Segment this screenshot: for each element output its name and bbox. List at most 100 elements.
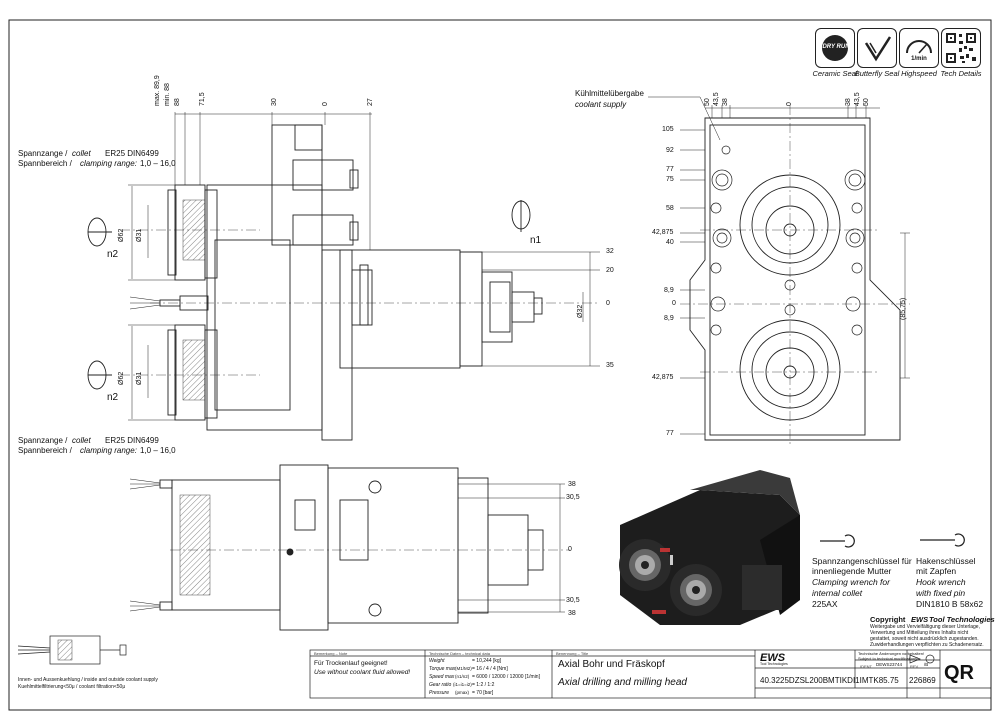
coolant-note-line1: Innen- und Aussenkuehlung / inside and o…: [18, 677, 158, 683]
wrench-left-en2: internal collet: [812, 588, 863, 598]
wrench-right-code: DIN1810 B 58x62: [916, 599, 984, 609]
spec-torque-unit: (M1/M2): [455, 666, 472, 671]
rotation-n2-top: n2: [107, 249, 119, 260]
dim-32: 32: [606, 248, 614, 255]
butterfly-seal-icon: [857, 28, 897, 68]
dim-dia62-top: Ø62: [118, 228, 125, 242]
dim-side-42-875-bottom: 42,875: [652, 374, 674, 381]
dim-side-43-5-left: 43,5: [713, 92, 720, 106]
dim-dia31-bottom: Ø31: [136, 371, 143, 385]
dim-side-92: 92: [666, 147, 674, 154]
dim-side-42-875-top: 42,875: [652, 229, 674, 236]
front-view: [87, 112, 600, 441]
dim-plan-30-5-top: 30,5: [566, 494, 580, 501]
coolant-schematic: [17, 635, 127, 665]
dim-dia62-bottom: Ø62: [118, 371, 125, 385]
remark-de: Für Trockenlauf geeignet!: [314, 660, 388, 667]
coolant-note-line2: Kuehlmittelfiltrierung<50μ / coolant fil…: [18, 684, 126, 690]
title-label: Benennung – Title: [556, 651, 589, 656]
copyright-line-4: Zuwiderhandlungen verpflichten zu Schade…: [870, 642, 984, 648]
drawing-title-en: Axial drilling and milling head: [558, 677, 687, 688]
spec-torque-key: Torque max: [429, 666, 456, 672]
qr-mark: QR: [944, 662, 974, 684]
spec-pressure-key: Pressure: [429, 690, 450, 696]
dim-plan-38-bottom: 38: [568, 610, 576, 617]
highspeed-icon: 1/min: [899, 28, 939, 68]
wrench-left-code: 225AX: [812, 599, 838, 609]
dim-side-38-left: 38: [722, 98, 729, 106]
spec-gear-value: = 1:2 / 1:2: [472, 682, 495, 688]
dim-side-0: 0: [786, 102, 793, 106]
spec-speed-unit: (n1/n2): [455, 674, 470, 679]
spec-pressure-value: = 70 [bar]: [472, 690, 494, 696]
rev-label: REV.: [910, 664, 919, 669]
tech-details-label[interactable]: Tech Details: [940, 69, 982, 78]
collet-value: ER25 DIN6499: [105, 436, 159, 445]
dim-side-58: 58: [666, 205, 674, 212]
rotation-n1: n1: [530, 235, 542, 246]
wrench-hook: [920, 533, 965, 547]
ews-logo-sub: Tool Technologies: [760, 662, 788, 666]
copyright-title-post: Tool Technologies: [929, 615, 995, 624]
ceramic-seal-icon: DRY RUN: [815, 28, 855, 68]
highspeed-glyph: 1/min: [911, 56, 927, 62]
qr-code-icon[interactable]: [941, 28, 981, 68]
clamping-range-label-en: clamping range:: [80, 159, 137, 168]
dim-plan-0: 0: [568, 546, 572, 553]
butterfly-seal-label: Butterfly Seal: [854, 69, 900, 78]
dim-71-5: 71,5: [199, 92, 206, 106]
collet-value: ER25 DIN6499: [105, 149, 159, 158]
clamping-range-label-de: Spannbereich /: [18, 446, 72, 455]
product-render: [619, 470, 800, 625]
ceramic-seal-label: Ceramic Seal: [812, 69, 858, 78]
dim-side-38-right: 38: [845, 98, 852, 106]
dim-side-43-5-right: 43,5: [854, 92, 861, 106]
spec-speed-key: Speed max: [429, 674, 455, 680]
collet-label-de: Spannzange /: [18, 149, 68, 158]
spec-gear-unit: (i1=i1=i2): [453, 682, 472, 687]
coolant-supply-en: coolant supply: [575, 100, 627, 109]
dim-side-8-9-top: 8,9: [664, 287, 674, 294]
changes-en: Subject to technical modifications!: [858, 656, 919, 661]
dim-30: 30: [271, 98, 278, 106]
dim-20: 20: [606, 267, 614, 274]
dim-side-77-bottom: 77: [666, 430, 674, 437]
remark-label: Bemerkung – Note: [314, 651, 348, 656]
collet-label-de: Spannzange /: [18, 436, 68, 445]
dim-side-75: 75: [666, 176, 674, 183]
dim-side-85-75: (85,75): [900, 297, 907, 320]
tech-data-label: Technische Daten – technical data: [429, 651, 490, 656]
spec-weight-value: = 10,244 [kg]: [472, 658, 502, 664]
dim-side-50-right: 50: [863, 98, 870, 106]
dim-dia31-top: Ø31: [136, 228, 143, 242]
copyright-brand: EWS: [911, 615, 929, 624]
ceramic-seal-glyph: DRY RUN: [822, 44, 850, 50]
ident-label: IDENT: [860, 664, 872, 669]
wrench-right-de2: mit Zapfen: [916, 566, 957, 576]
spec-speed-value: = 6000 / 12000 / 12000 [1/min]: [472, 674, 540, 680]
clamping-range-label-en: clamping range:: [80, 446, 137, 455]
dim-0: 0: [322, 102, 329, 106]
spec-gear-key: Gear ratio: [429, 682, 452, 688]
rotation-n2-bottom: n2: [107, 392, 119, 403]
dim-side-105: 105: [662, 126, 674, 133]
wrench-left-de1: Spannzangenschlüssel für: [812, 556, 912, 566]
highspeed-label: Highspeed: [901, 69, 937, 78]
spec-torque-value: = 16 / 4 / 4 [Nm]: [472, 666, 508, 672]
remark-en: Use without coolant fluid allowed!: [314, 669, 411, 676]
dim-plan-30-5-bottom: 30,5: [566, 597, 580, 604]
clamping-range-value: 1,0 – 16,0: [140, 159, 176, 168]
part-number: 40.3225DZSL200BMTIKDI1IMTK85.75: [760, 676, 899, 685]
collet-label-en: collet: [72, 436, 91, 445]
sheet-border: [8, 19, 992, 711]
ews-logo: EWS: [760, 652, 786, 664]
copyright-line-3: gestattet, soweit nicht ausdrücklich zug…: [870, 636, 979, 642]
dim-side-8-9-bottom: 8,9: [664, 315, 674, 322]
dim-min: min. 88: [164, 83, 171, 106]
dim-plan-38-top: 38: [568, 481, 576, 488]
dim-35: 35: [606, 362, 614, 369]
title-block-frame: [309, 649, 992, 699]
dim-27: 27: [367, 98, 374, 106]
wrench-left-en1: Clamping wrench for: [812, 577, 890, 587]
